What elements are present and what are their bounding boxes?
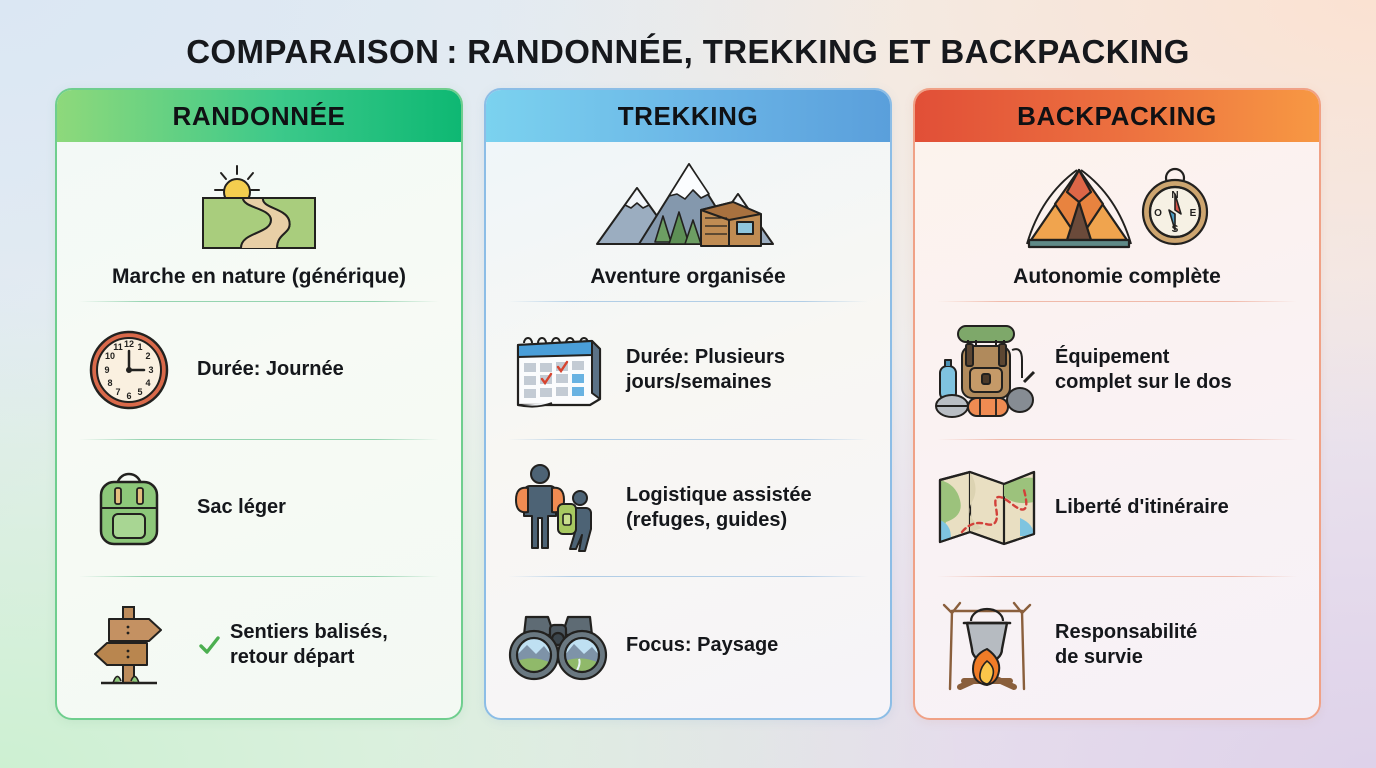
feature-row: Équipement complet sur le dos	[935, 301, 1299, 439]
svg-text:7: 7	[115, 387, 120, 397]
check-icon	[197, 633, 221, 657]
trail-sunrise-icon	[185, 158, 333, 254]
feature-row: Durée: Plusieurs jours/semaines	[506, 301, 870, 439]
column-randonnee: RANDONNÉE	[55, 88, 463, 720]
svg-text:5: 5	[137, 387, 142, 397]
svg-text:9: 9	[104, 365, 109, 375]
column-header-backpacking: BACKPACKING	[915, 90, 1319, 142]
svg-text:2: 2	[145, 351, 150, 361]
loaded-backpack-icon	[935, 320, 1039, 420]
hikers-group-icon	[506, 460, 610, 556]
hero-label-trekking: Aventure organisée	[590, 265, 786, 288]
calendar-icon	[506, 327, 610, 413]
hero-trekking: Aventure organisée	[486, 142, 890, 301]
signpost-icon	[77, 597, 181, 693]
page-title: COMPARAISON : RANDONNÉE, TREKKING ET BAC…	[186, 33, 1190, 70]
feature-rows-trekking: Durée: Plusieurs jours/semaines	[486, 301, 890, 718]
column-header-randonnee: RANDONNÉE	[57, 90, 461, 142]
feature-text: Liberté d'itinéraire	[1055, 496, 1229, 519]
mountains-cabin-icon	[593, 158, 783, 254]
folded-map-icon	[935, 464, 1039, 552]
feature-rows-backpacking: Équipement complet sur le dos	[915, 301, 1319, 718]
campfire-pot-icon	[935, 595, 1039, 695]
feature-row: Responsabilité de survie	[935, 576, 1299, 714]
svg-text:O: O	[1154, 208, 1162, 219]
feature-text-label: Sentiers balisés, retour départ	[230, 621, 388, 669]
feature-row: Logistique assistée (refuges, guides)	[506, 438, 870, 577]
feature-text: Sentiers balisés, retour départ	[197, 620, 388, 670]
feature-row: Focus: Paysage	[506, 576, 870, 714]
hero-randonnee: Marche en nature (générique)	[57, 142, 461, 301]
svg-text:8: 8	[107, 378, 112, 388]
feature-text: Équipement complet sur le dos	[1055, 345, 1232, 393]
feature-text: Responsabilité de survie	[1055, 621, 1198, 669]
svg-text:1: 1	[137, 342, 142, 352]
comparison-columns: RANDONNÉE	[55, 88, 1321, 720]
feature-text: Durée: Plusieurs jours/semaines	[626, 345, 785, 393]
binoculars-icon	[506, 603, 610, 687]
feature-text: Durée: Journée	[197, 358, 344, 381]
feature-row: Liberté d'itinéraire	[935, 438, 1299, 577]
svg-text:E: E	[1190, 208, 1197, 219]
feature-row: Sac léger	[77, 438, 441, 577]
hero-label-backpacking: Autonomie complète	[1013, 265, 1221, 288]
svg-text:10: 10	[105, 351, 115, 361]
column-backpacking: BACKPACKING	[913, 88, 1321, 720]
feature-text: Logistique assistée (refuges, guides)	[626, 483, 812, 531]
column-header-trekking: TREKKING	[486, 90, 890, 142]
svg-text:12: 12	[124, 339, 134, 349]
hero-label-randonnee: Marche en nature (générique)	[111, 265, 407, 288]
backpack-light-icon	[77, 464, 181, 552]
svg-text:11: 11	[113, 342, 123, 352]
tent-compass-icon: NS EO	[1017, 158, 1217, 254]
svg-text:4: 4	[145, 378, 150, 388]
svg-text:3: 3	[148, 365, 153, 375]
feature-text: Focus: Paysage	[626, 633, 779, 656]
feature-text: Sac léger	[197, 496, 286, 519]
hero-backpacking: NS EO Autonomie complète	[915, 142, 1319, 301]
column-trekking: TREKKING	[484, 88, 892, 720]
svg-text:6: 6	[126, 391, 131, 401]
feature-row: Sentiers balisés, retour départ	[77, 576, 441, 714]
